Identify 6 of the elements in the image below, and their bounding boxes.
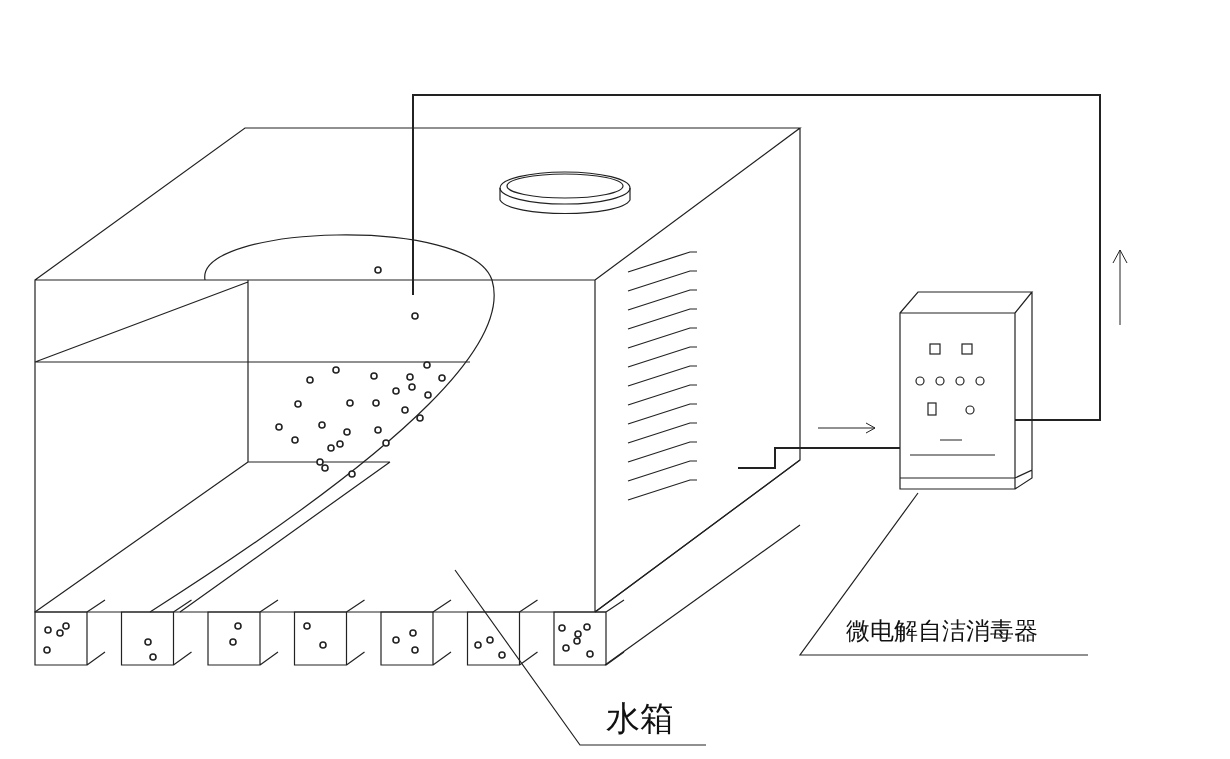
tank-label: 水箱 bbox=[606, 700, 674, 738]
leader-line bbox=[798, 492, 1089, 656]
disinfector-label: 微电解自洁消毒器 bbox=[846, 618, 1038, 645]
pipe bbox=[737, 447, 901, 469]
leader-line bbox=[454, 569, 707, 746]
pipe bbox=[412, 94, 1101, 421]
